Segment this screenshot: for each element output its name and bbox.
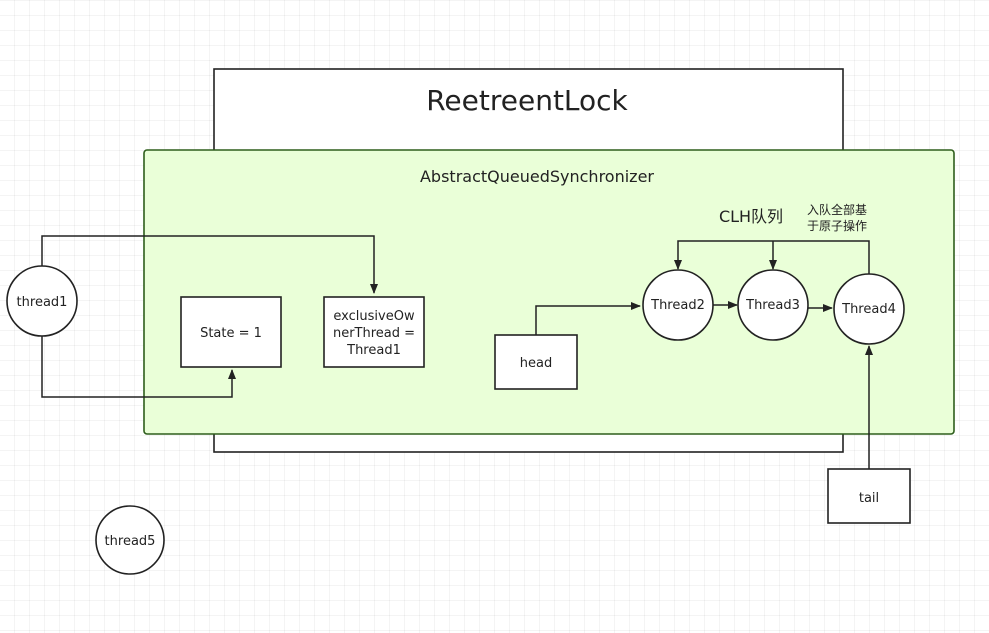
thread3-node[interactable] bbox=[737, 269, 809, 341]
thread4-node[interactable] bbox=[833, 273, 905, 345]
owner-label-line-2: nerThread = bbox=[333, 326, 415, 341]
thread4-label: Thread4 bbox=[841, 302, 896, 317]
thread5-node[interactable] bbox=[95, 505, 165, 575]
thread3-label: Thread3 bbox=[745, 298, 800, 313]
exclusive-owner-thread-box[interactable] bbox=[323, 296, 425, 368]
state-box[interactable] bbox=[180, 296, 282, 368]
thread1-to-state-connector bbox=[41, 334, 236, 398]
clh-note-line-2: 于原子操作 bbox=[807, 218, 867, 233]
thread1-node[interactable] bbox=[6, 265, 78, 337]
reentrant-lock-title: ReetreentLock bbox=[426, 84, 628, 117]
head-box[interactable] bbox=[494, 334, 578, 390]
aqs-box[interactable] bbox=[143, 149, 955, 435]
head-to-thread2-connector bbox=[535, 302, 641, 335]
tail-box[interactable] bbox=[827, 468, 911, 524]
aqs-title: AbstractQueuedSynchronizer bbox=[420, 167, 654, 186]
head-label: head bbox=[520, 356, 552, 371]
clh-note-line-1: 入队全部基 bbox=[807, 202, 867, 217]
thread2-label: Thread2 bbox=[650, 298, 705, 313]
owner-label-line-1: exclusiveOw bbox=[333, 309, 415, 324]
thread1-label: thread1 bbox=[17, 295, 68, 310]
clh-queue-title: CLH队列 bbox=[719, 207, 783, 226]
thread2-node[interactable] bbox=[642, 269, 714, 341]
state-label: State = 1 bbox=[200, 326, 262, 341]
thread1-to-owner-connector bbox=[41, 235, 378, 294]
tail-label: tail bbox=[859, 491, 879, 506]
owner-label-line-3: Thread1 bbox=[346, 343, 401, 358]
thread5-label: thread5 bbox=[105, 534, 156, 549]
